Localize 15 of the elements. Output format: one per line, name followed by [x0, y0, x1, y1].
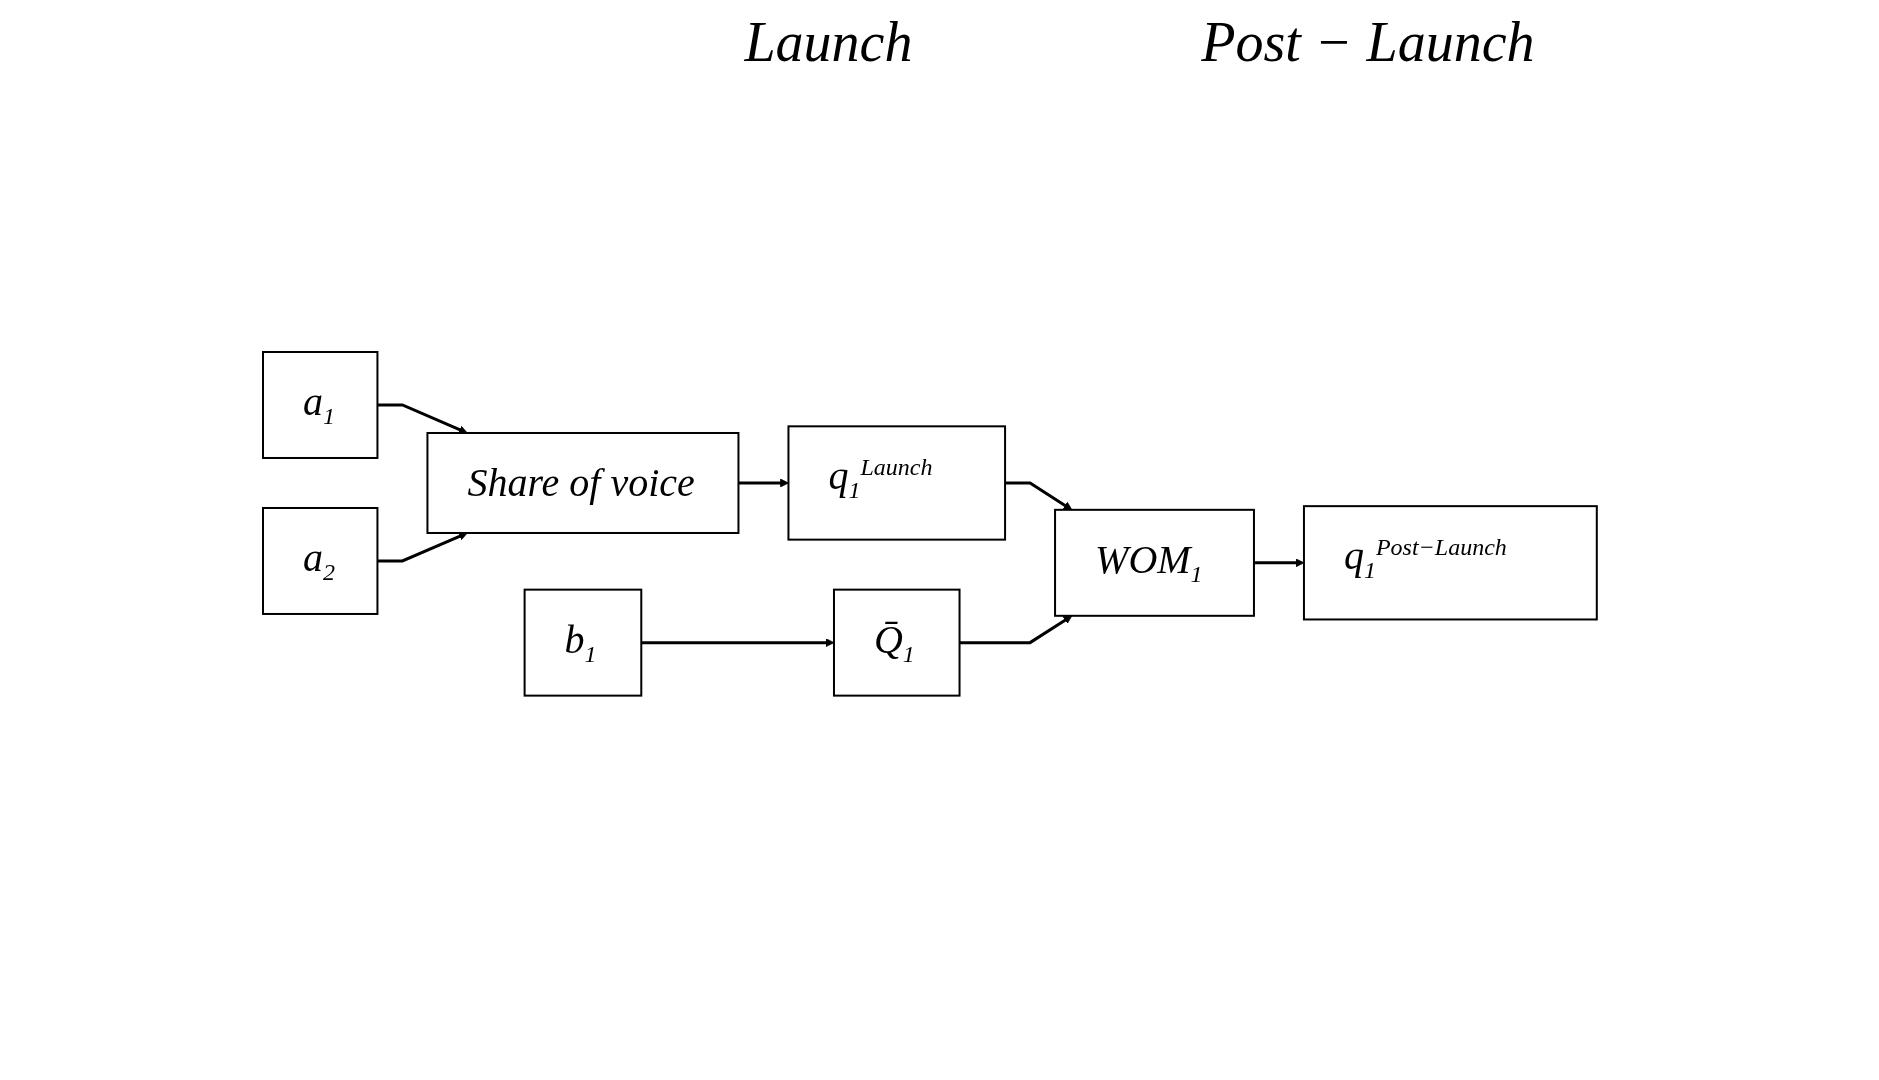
node-box: a$_{2}$	[262, 507, 379, 616]
arrow	[1254, 558, 1305, 568]
arrow	[738, 478, 789, 488]
arrow	[641, 638, 835, 648]
phase-label: Post − Launch	[1201, 10, 1535, 74]
node-box: Q̄$_{1}$	[833, 588, 961, 697]
arrow	[377, 532, 468, 563]
node-box: WOM$_{1}$	[1054, 509, 1256, 617]
phase-label: Launch	[744, 10, 913, 74]
arrow	[959, 615, 1073, 645]
arrow	[377, 403, 468, 435]
node-box: Share of voice	[426, 432, 740, 535]
node-box: b$_{1}$	[523, 588, 643, 697]
arrow	[1005, 481, 1073, 511]
node-box: a$_{1}$	[262, 351, 379, 460]
